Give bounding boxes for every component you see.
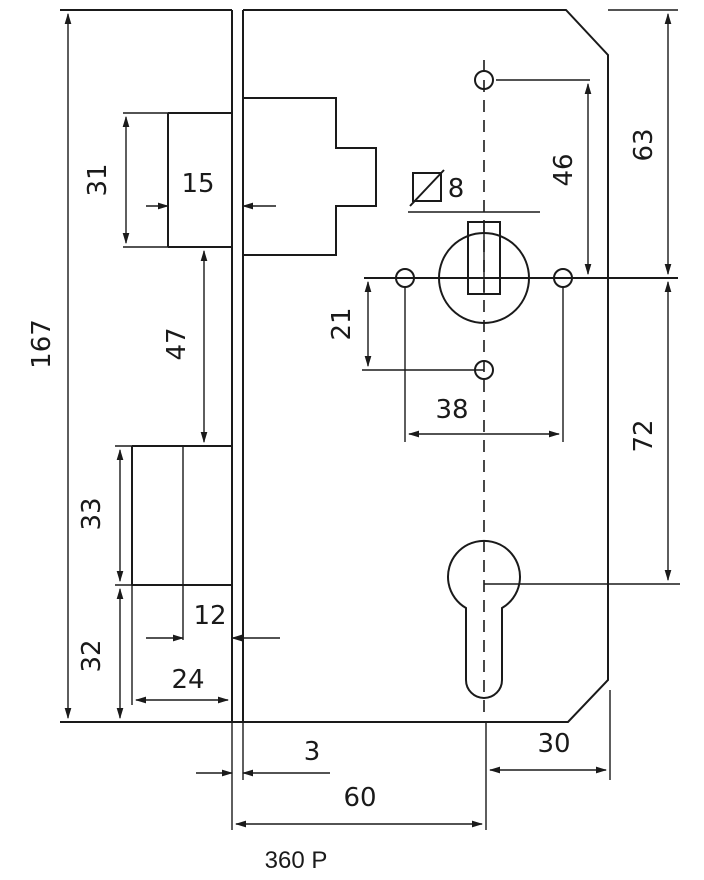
dim-backset: 60 [343, 783, 376, 813]
dim-follower-to-cylinder: 72 [629, 419, 659, 452]
dim-screw-spacing-vertical: 46 [549, 153, 579, 186]
dim-bolt-width: 24 [171, 665, 204, 695]
dim-faceplate-thickness: 3 [304, 737, 321, 767]
dim-bolt-offset-bottom: 32 [77, 639, 107, 672]
dim-body-tail: 30 [537, 729, 570, 759]
lock-body [243, 9, 609, 723]
dim-screw-offset: 21 [327, 307, 357, 340]
dim-bolt-projection: 12 [193, 601, 226, 631]
latch-bolt [167, 97, 377, 256]
dim-screw-spacing-horizontal: 38 [435, 395, 468, 425]
dim-bolt-height: 33 [77, 497, 107, 530]
square-spindle-symbol [409, 169, 445, 207]
dim-latch-height: 31 [83, 163, 113, 196]
follower-hub [408, 211, 540, 324]
dim-total-height: 167 [27, 319, 57, 369]
dim-latch-projection: 15 [181, 169, 214, 199]
model-caption: 360 P [265, 847, 328, 874]
faceplate [231, 10, 244, 722]
dim-top-to-follower: 63 [629, 128, 659, 161]
dimension-lines [64, 12, 672, 828]
reference-lines [60, 9, 680, 723]
dead-bolt [131, 445, 232, 640]
cylinder-keyhole [447, 539, 521, 699]
dim-gap: 47 [162, 327, 192, 360]
dim-square-spindle: 8 [448, 174, 465, 204]
